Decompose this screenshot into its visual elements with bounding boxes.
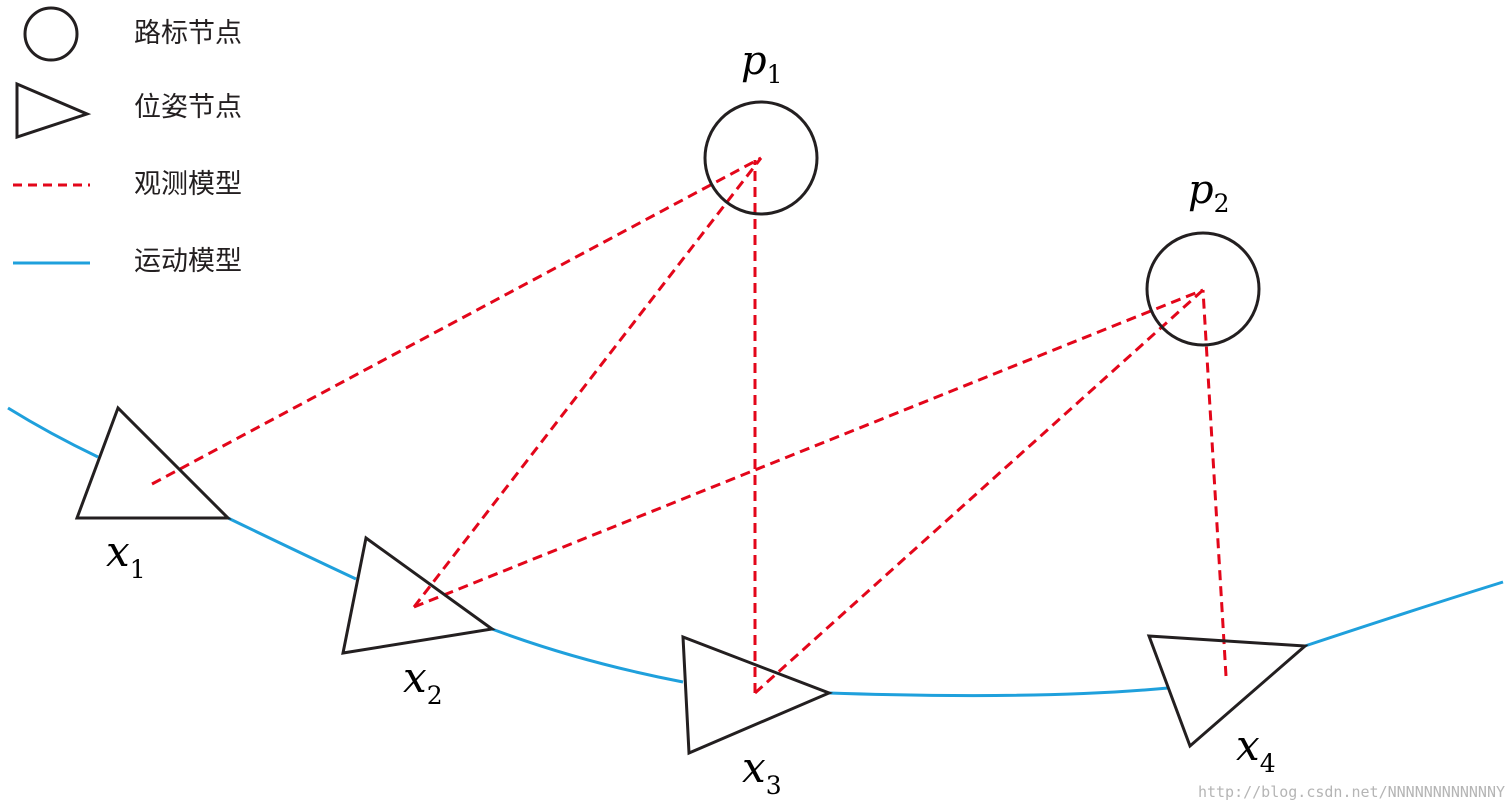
legend-motion-label: 运动模型	[134, 246, 242, 277]
pose-label-x1: x1	[106, 527, 146, 584]
landmark-nodes	[703, 100, 1261, 347]
watermark-url: http://blog.csdn.net/NNNNNNNNNNNNY	[1198, 783, 1505, 801]
pose-labels: x1 x2 x3 x4	[106, 527, 1276, 800]
legend-landmark-label: 路标节点	[134, 18, 242, 49]
motion-segment-start	[7, 406, 99, 459]
observation-edges	[151, 156, 1228, 695]
legend-landmark-icon	[23, 6, 79, 62]
pose-node-x1	[74, 405, 232, 520]
landmark-node-p2	[1145, 231, 1261, 347]
motion-trajectory	[7, 406, 1504, 698]
legend-pose-label: 位姿节点	[134, 92, 242, 123]
landmark-node-p1	[703, 100, 819, 216]
observation-x2-p2	[413, 288, 1204, 609]
pose-node-x3	[681, 634, 833, 756]
motion-segment-end	[1304, 580, 1504, 648]
motion-segment-x2-x3	[491, 627, 684, 684]
observation-x3-p2	[753, 288, 1205, 695]
landmark-labels: p1 p2	[741, 38, 1230, 218]
observation-x2-p1	[412, 157, 763, 608]
legend-observation-label: 观测模型	[134, 169, 242, 200]
legend-pose-icon	[15, 81, 92, 140]
pose-label-x3: x3	[742, 743, 782, 800]
observation-x4-p2	[1201, 289, 1228, 677]
observation-x1-p1	[151, 156, 762, 486]
landmark-label-p2: p2	[1188, 167, 1230, 218]
legend: 路标节点 位姿节点 观测模型 运动模型	[13, 6, 242, 277]
pose-label-x2: x2	[403, 653, 443, 710]
motion-segment-x1-x2	[227, 516, 357, 581]
pose-label-x4: x4	[1236, 721, 1276, 778]
landmark-label-p1: p1	[741, 38, 783, 89]
pose-node-x4	[1146, 634, 1309, 749]
motion-segment-x3-x4	[828, 686, 1169, 698]
pose-node-x2	[341, 535, 496, 655]
pose-nodes	[74, 405, 1309, 756]
